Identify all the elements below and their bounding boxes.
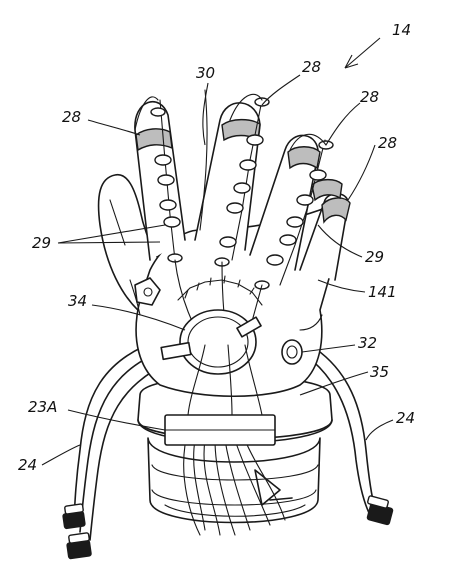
label-29-left: 29 <box>32 234 51 252</box>
palm-wires <box>187 344 263 416</box>
connector-block-23A <box>164 414 276 446</box>
leader-lines <box>41 37 394 466</box>
wrist-cuff <box>137 375 333 524</box>
label-30: 30 <box>196 64 215 82</box>
label-35: 35 <box>370 363 389 381</box>
label-28-right: 28 <box>378 134 397 152</box>
cable-bundle <box>183 439 293 536</box>
label-28-right-upper: 28 <box>360 88 379 106</box>
label-28-left: 28 <box>62 108 81 126</box>
label-34: 34 <box>68 292 87 310</box>
label-32: 32 <box>358 334 377 352</box>
cable-24-left <box>62 339 171 560</box>
label-24-right: 24 <box>396 409 415 427</box>
label-28-top: 28 <box>302 58 321 76</box>
cable-24-right <box>304 344 394 526</box>
label-24-left: 24 <box>18 456 37 474</box>
wrist-sensor-32 <box>281 339 303 365</box>
label-29-right: 29 <box>365 248 384 266</box>
reference-labels: 14 30 28 28 28 28 29 29 141 34 32 35 23A… <box>18 21 415 474</box>
label-141: 141 <box>368 283 397 301</box>
label-23A: 23A <box>28 398 57 416</box>
label-14: 14 <box>392 21 411 39</box>
thumb-sensor <box>134 277 161 306</box>
palm-dial-34 <box>160 275 263 375</box>
